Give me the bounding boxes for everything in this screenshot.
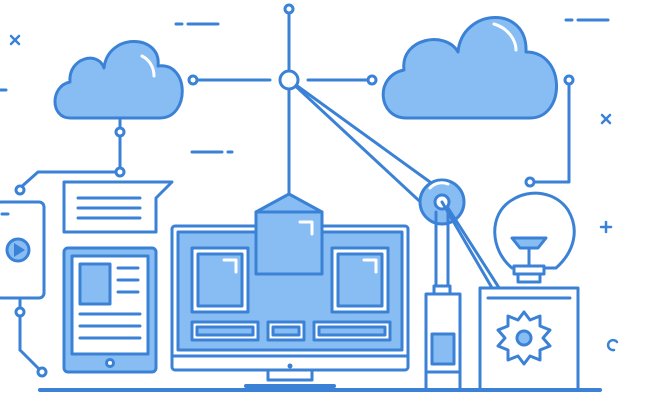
decorative-dashes xyxy=(0,18,610,154)
connector-dots xyxy=(14,3,575,378)
cloud-icon xyxy=(53,40,184,120)
smartphone-icon xyxy=(0,200,46,300)
document-icon xyxy=(62,180,174,234)
light-bulb-icon xyxy=(493,191,576,284)
sparkle-icon xyxy=(9,34,619,352)
tablet-icon xyxy=(62,246,158,374)
battery-icon xyxy=(424,284,462,392)
cloud-icon xyxy=(381,16,558,120)
gear-icon xyxy=(496,310,552,366)
hanging-box-icon xyxy=(254,86,324,276)
